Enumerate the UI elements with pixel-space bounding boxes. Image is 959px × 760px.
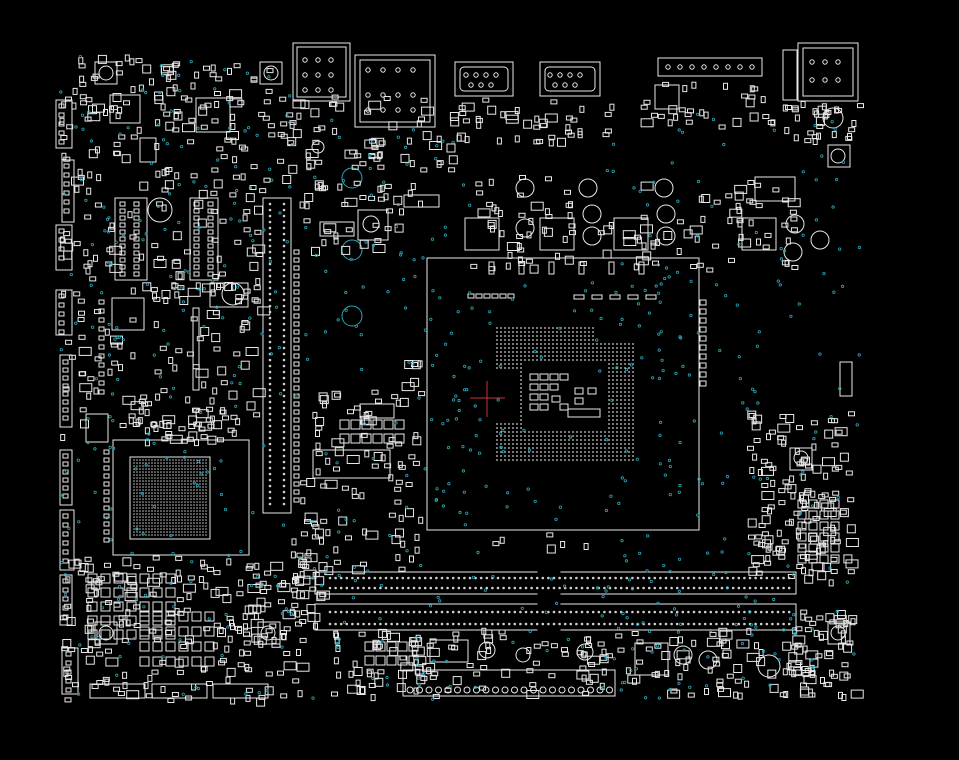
- memory-slot-1: [262, 197, 292, 514]
- io-usb-stack-right: [797, 42, 859, 102]
- cursor-crosshair: [470, 381, 505, 417]
- left-edge-headers: [55, 99, 79, 695]
- inductor: [654, 84, 680, 110]
- vertical-header: [192, 307, 200, 391]
- ic-small: [109, 94, 141, 124]
- io-serial-header: [657, 57, 763, 77]
- mounting-holes: [341, 167, 363, 327]
- ic-small: [111, 297, 145, 331]
- chipset-outline: [112, 439, 250, 556]
- io-rj45-usb-stack: [354, 54, 436, 128]
- electrolytic-caps: [98, 65, 846, 678]
- cpu-socket-outline: [426, 257, 700, 531]
- io-usb-stack-left: [292, 42, 351, 102]
- bottom-header: [402, 669, 616, 697]
- super-io-chip: [114, 197, 148, 281]
- audio-codec: [195, 97, 231, 133]
- io-vga-port: [454, 61, 514, 97]
- io-dvi-port: [539, 61, 601, 97]
